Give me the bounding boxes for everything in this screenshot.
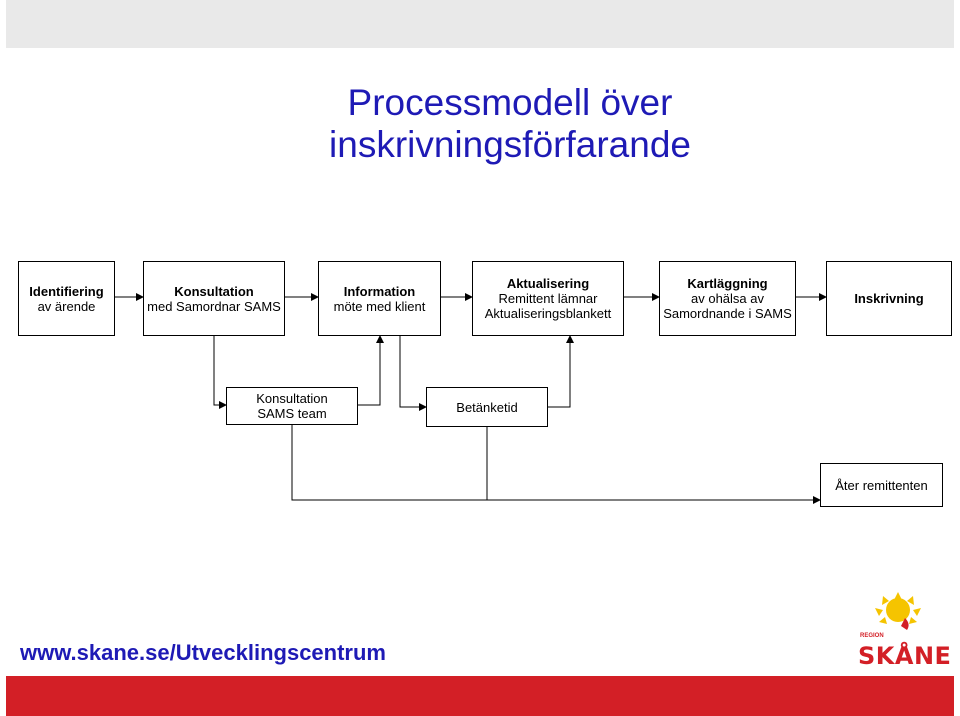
connector-sams-team-to-information [358, 335, 384, 406]
step-identifiering-desc: av ärende [37, 298, 96, 314]
region-skane-logo-icon [875, 592, 921, 630]
sams-team-line-2: SAMS team [257, 406, 327, 421]
connector-information-to-betanketid [399, 334, 427, 411]
connector-betanketid-to-aktualisering [548, 335, 574, 408]
step-aktualisering: Aktualisering Remittent lämnar Aktualise… [472, 261, 624, 336]
step-konsultation: Konsultation med Samordnar SAMS [143, 261, 285, 336]
step-aktualisering-desc-2: Aktualiseringsblankett [484, 306, 612, 321]
box-betanketid: Betänketid [426, 387, 548, 427]
footer-url: www.skane.se/Utvecklingscentrum [20, 640, 386, 665]
ater-remittenten-label: Åter remittenten [835, 477, 928, 493]
step-kartlaggning-title: Kartläggning [687, 276, 768, 291]
logo-region-text: REGION [860, 633, 884, 639]
step-aktualisering-desc-1: Remittent lämnar [498, 291, 598, 306]
connector-to-sams-team [213, 334, 227, 409]
title-line-1: Processmodell över [347, 82, 673, 123]
step-inskrivning: Inskrivning [826, 261, 952, 336]
step-information: Information möte med klient [318, 261, 441, 336]
page-title: Processmodell över inskrivningsförfarand… [300, 82, 720, 166]
step-inskrivning-title: Inskrivning [854, 291, 924, 306]
step-information-title: Information [343, 283, 416, 299]
step-kartlaggning-desc-1: av ohälsa av [691, 291, 764, 306]
step-information-desc: möte med klient [333, 298, 426, 314]
bottom-band [6, 676, 954, 716]
step-aktualisering-title: Aktualisering [506, 276, 590, 291]
connector-sams-team-to-ater [291, 424, 821, 504]
logo-skane-text: SKÅNE [858, 642, 952, 670]
box-ater-remittenten: Åter remittenten [820, 463, 943, 507]
sams-team-line-1: Konsultation [256, 391, 328, 406]
step-kartlaggning-desc-2: Samordnande i SAMS [663, 306, 792, 321]
box-konsultation-sams-team: Konsultation SAMS team [226, 387, 358, 425]
step-identifiering-title: Identifiering [29, 283, 104, 299]
top-band [6, 0, 954, 48]
step-identifiering: Identifiering av ärende [18, 261, 115, 336]
step-kartlaggning: Kartläggning av ohälsa av Samordnande i … [659, 261, 796, 336]
betanketid-label: Betänketid [456, 399, 518, 415]
title-line-2: inskrivningsförfarande [329, 124, 691, 165]
step-konsultation-desc: med Samordnar SAMS [147, 298, 281, 314]
step-konsultation-title: Konsultation [174, 283, 254, 299]
